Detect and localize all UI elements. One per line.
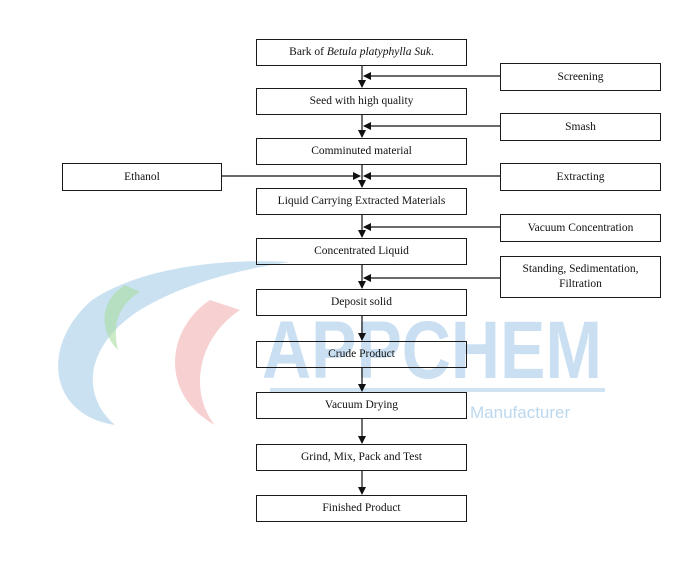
process-extracting-label: Extracting — [556, 170, 605, 183]
step-grind-mix-label: Grind, Mix, Pack and Test — [301, 451, 422, 463]
process-screening-label: Screening — [557, 70, 604, 83]
step-concentrated-label: Concentrated Liquid — [314, 245, 409, 257]
process-screening: Screening — [500, 63, 661, 91]
step-crude: Crude Product — [256, 341, 467, 368]
process-smash-label: Smash — [565, 120, 596, 133]
step-deposit-label: Deposit solid — [330, 296, 392, 308]
step-comminuted: Comminuted material — [256, 138, 467, 165]
step-liquid-extracted-label: Liquid Carrying Extracted Materials — [277, 195, 446, 207]
step-finished: Finished Product — [256, 495, 467, 522]
process-sedimentation-line2: Filtration — [559, 278, 602, 290]
step-bark: Bark of Betula platyphylla Suk. — [256, 39, 467, 66]
step-vacuum-drying: Vacuum Drying — [256, 392, 467, 419]
step-seed: Seed with high quality — [256, 88, 467, 115]
input-ethanol: Ethanol — [62, 163, 222, 191]
step-concentrated: Concentrated Liquid — [256, 238, 467, 265]
process-sedimentation: Standing, Sedimentation, Filtration — [500, 256, 661, 298]
process-vacuum-concentration: Vacuum Concentration — [500, 214, 661, 242]
step-seed-label: Seed with high quality — [309, 95, 414, 107]
process-smash: Smash — [500, 113, 661, 141]
process-vacuum-concentration-label: Vacuum Concentration — [527, 221, 634, 234]
process-extracting: Extracting — [500, 163, 661, 191]
step-grind-mix: Grind, Mix, Pack and Test — [256, 444, 467, 471]
input-ethanol-label: Ethanol — [124, 170, 160, 183]
step-vacuum-drying-label: Vacuum Drying — [324, 399, 399, 411]
step-liquid-extracted: Liquid Carrying Extracted Materials — [256, 188, 467, 215]
step-finished-label: Finished Product — [322, 502, 401, 514]
step-bark-label: Bark of Betula platyphylla Suk. — [289, 46, 434, 58]
process-sedimentation-line1: Standing, Sedimentation, — [522, 263, 639, 275]
step-crude-label: Crude Product — [328, 348, 395, 360]
step-deposit: Deposit solid — [256, 289, 467, 316]
step-comminuted-label: Comminuted material — [311, 145, 412, 157]
